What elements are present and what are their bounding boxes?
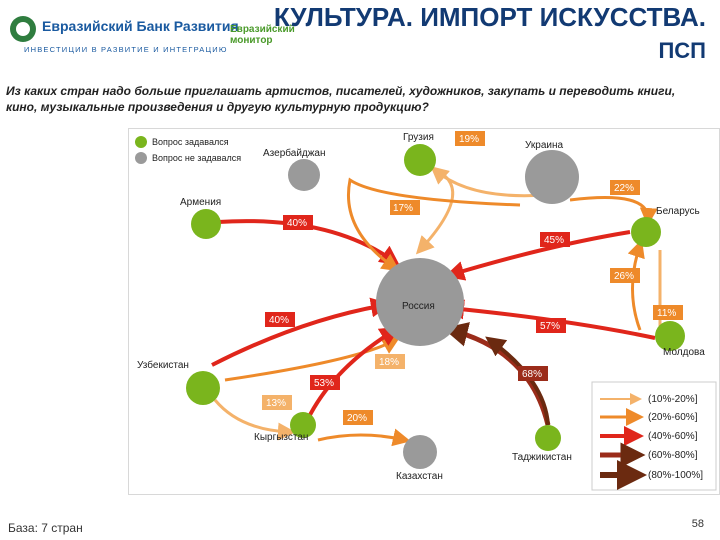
label-russia: Россия	[402, 301, 435, 312]
arrow-moldova-belarus	[627, 239, 645, 331]
label-armenia: Армения	[180, 197, 221, 208]
arrow-ukraine-georgia	[430, 166, 546, 198]
node-belarus	[631, 217, 661, 247]
survey-question: Из каких стран надо больше приглашать ар…	[6, 84, 676, 114]
legend-range-4: (60%-80%]	[648, 450, 698, 461]
label-georgia: Грузия	[403, 132, 434, 143]
arrow-uzbekistan-russia	[211, 297, 391, 367]
legend-range-2: (20%-60%]	[648, 412, 698, 423]
pct-tajikistan-russia: 68%	[522, 369, 542, 380]
arrow-armenia-russia	[217, 219, 400, 266]
node-kyrgyzstan	[290, 412, 316, 438]
monitor-logo: Евразийский монитор	[230, 24, 310, 46]
pct-georgia-russia: 19%	[459, 134, 479, 145]
legend-range-3: (40%-60%]	[648, 431, 698, 442]
footer-base: База: 7 стран	[8, 521, 83, 535]
pct-kyrgyzstan-kazakhstan: 20%	[347, 413, 367, 424]
node-georgia	[404, 144, 436, 176]
pct-ukraine-belarus: 22%	[614, 183, 634, 194]
pct-uzbekistan-kyrgyzstan: 13%	[266, 398, 286, 409]
arrow-tajikistan-russia	[442, 322, 551, 426]
legend-asked-swatch	[135, 136, 147, 148]
node-moldova	[655, 321, 685, 351]
node-russia	[376, 258, 464, 346]
arrow-belarus-russia	[444, 230, 631, 281]
bank-tagline: ИНВЕСТИЦИИ В РАЗВИТИЕ И ИНТЕГРАЦИЮ	[24, 45, 228, 54]
pct-ukraine-georgia: 17%	[393, 203, 413, 214]
label-kazakhstan: Казахстан	[396, 471, 443, 482]
page-subtitle: ПСП	[658, 38, 706, 63]
arrow-kyrgyzstan-russia	[303, 326, 401, 426]
legend-range-5: (80%-100%]	[648, 470, 703, 481]
node-ukraine	[525, 150, 579, 204]
node-uzbekistan	[186, 371, 220, 405]
label-azerbaijan: Азербайджан	[263, 147, 326, 159]
legend-range-1: (10%-20%]	[648, 394, 698, 405]
page-number: 58	[691, 518, 704, 530]
arrow-kyrgyzstan-kazakhstan	[317, 428, 411, 447]
arrow-ukraine-belarus	[569, 196, 658, 226]
range-legend: (10%-20%] (20%-60%] (40%-60%] (60%-80%] …	[591, 381, 717, 491]
arrow-tajikistan-russia-dark	[485, 336, 550, 426]
arrow-uzbekistan-kyrgyzstan-2	[213, 399, 296, 441]
legend-not-asked-swatch	[135, 152, 147, 164]
node-azerbaijan	[288, 159, 320, 191]
label-kyrgyzstan: Кыргызстан	[254, 432, 308, 443]
monitor-line2: монитор	[230, 35, 273, 46]
pct-armenia-russia: 40%	[287, 218, 307, 229]
arrow-ukraine-russia	[347, 177, 521, 272]
label-uzbekistan: Узбекистан	[137, 359, 189, 371]
bank-logo-icon	[10, 16, 36, 42]
node-armenia	[191, 209, 221, 239]
legend-not-asked-label: Вопрос не задавался	[152, 153, 241, 163]
label-belarus: Беларусь	[656, 206, 700, 217]
pct-belarus-russia: 45%	[544, 235, 564, 246]
label-ukraine: Украина	[525, 140, 564, 151]
pct-moldova-russia: 11%	[657, 308, 676, 319]
pct-uzbekistan-russia: 40%	[269, 315, 289, 326]
pct-kyrgyzstan-uzbekistan: 53%	[314, 378, 334, 389]
pct-kyrgyzstan-russia: 57%	[540, 321, 560, 332]
label-tajikistan: Таджикистан	[512, 452, 572, 463]
node-tajikistan	[535, 425, 561, 451]
bank-logo: Евразийский Банк Развития ИНВЕСТИЦИИ В Р…	[8, 12, 239, 58]
bank-name: Евразийский Банк Развития	[42, 18, 239, 34]
pct-moldova-belarus: 26%	[614, 271, 634, 282]
monitor-line1: Евразийский	[230, 24, 295, 35]
legend-asked-label: Вопрос задавался	[152, 137, 229, 147]
page-title: КУЛЬТУРА. ИМПОРТ ИСКУССТВА.	[273, 2, 706, 32]
pct-uzbekistan-russia-2: 18%	[379, 357, 399, 368]
status-legend: Вопрос задавался Вопрос не задавался	[135, 136, 241, 164]
node-kazakhstan	[403, 435, 437, 469]
label-moldova: Молдова	[663, 347, 705, 358]
